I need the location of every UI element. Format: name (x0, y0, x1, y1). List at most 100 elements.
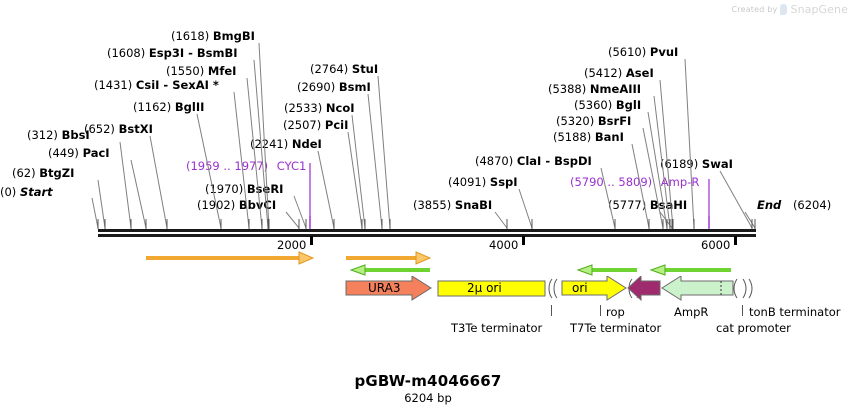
enzyme-label-csii-sexai[interactable]: (1431) CsiI - SexAI * (94, 78, 219, 92)
enzyme-label-nmeaiii[interactable]: (5388) NmeAIII (548, 82, 642, 96)
enzyme-pos: (1608) (107, 46, 146, 60)
enzyme-label-snabi[interactable]: (3855) SnaBI (413, 199, 492, 211)
enzyme-pos: (5360) (574, 98, 613, 112)
enzyme-label-bstxi[interactable]: (652) BstXI (84, 122, 153, 136)
enzyme-pos: (5188) (553, 130, 592, 144)
orange-arrow-2 (346, 251, 432, 265)
marker-range: (1959 .. 1977) (186, 159, 269, 173)
axis-tick-2000 (310, 236, 313, 245)
feature-label-ori: ori (572, 281, 588, 295)
enzyme-pos: (2690) (297, 80, 336, 94)
enzyme-label-ncoi[interactable]: (2533) NcoI (284, 101, 355, 115)
enzyme-name: BglI (615, 98, 642, 112)
feature-label-rop: rop (606, 305, 625, 319)
ampr-arrow[interactable] (661, 276, 734, 301)
watermark-created-by: Created by (731, 5, 778, 14)
marker-label-ampr[interactable]: (5790 .. 5809) Amp-R (570, 175, 700, 189)
enzyme-label-pcii[interactable]: (2507) PciI (283, 118, 349, 132)
enzyme-pos: (5610) (608, 45, 647, 59)
enzyme-label-end[interactable]: End (6204) (757, 198, 831, 212)
enzyme-label-btgzi[interactable]: (62) BtgZI (12, 167, 74, 179)
enzyme-label-swai[interactable]: (6189) SwaI (660, 157, 733, 171)
2mu-ori-box[interactable] (437, 280, 546, 297)
enzyme-pos: (2533) (284, 101, 323, 115)
ori-arrow[interactable] (561, 276, 627, 301)
enzyme-label-sspi[interactable]: (4091) SspI (448, 175, 518, 189)
enzyme-label-start[interactable]: (0) Start (0, 185, 53, 199)
marker-label-cyc1[interactable]: (1959 .. 1977) CYC1 (186, 159, 307, 173)
green-arrow-ampr (649, 264, 731, 276)
enzyme-name: NmeAIII (589, 82, 642, 96)
enzyme-label-mfei[interactable]: (1550) MfeI (166, 64, 237, 78)
enzyme-name: End (757, 198, 782, 212)
marker-range: (5790 .. 5809) (570, 175, 653, 189)
enzyme-pos: (4870) (475, 154, 514, 168)
enzyme-pos: (449) (48, 146, 79, 160)
marker-name: CYC1 (276, 159, 307, 173)
enzyme-name: AseI (625, 66, 654, 80)
enzyme-pos: (1162) (133, 100, 172, 114)
enzyme-label-bsmi[interactable]: (2690) BsmI (297, 80, 371, 94)
axis-tick-4000 (522, 236, 525, 245)
enzyme-name: BbvCI (238, 198, 277, 212)
green-arrow-row (349, 264, 731, 276)
enzyme-label-stui[interactable]: (2764) StuI (310, 63, 378, 75)
enzyme-label-bsahi[interactable]: (5777) BsaHI (608, 198, 687, 212)
enzyme-pos: (5777) (608, 198, 647, 212)
enzyme-name: PciI (324, 118, 349, 132)
enzyme-name: CsiI - SexAI * (135, 78, 219, 92)
enzyme-label-clai-bspdi[interactable]: (4870) ClaI - BspDI (475, 154, 592, 168)
enzyme-label-bani[interactable]: (5188) BanI (553, 130, 624, 144)
enzyme-name: SspI (489, 175, 518, 189)
enzyme-name: ClaI - BspDI (516, 154, 592, 168)
sequence-length-label: 6204 bp (404, 391, 452, 405)
feature-shape-row[interactable] (0, 276, 856, 310)
enzyme-name: BbsI (61, 128, 90, 142)
enzyme-name: BglII (174, 100, 205, 114)
regulatory-arrow-row (146, 251, 432, 265)
feature-label-2mu-ori: 2µ ori (467, 281, 502, 295)
tonb-leader-tick (742, 305, 743, 316)
enzyme-label-bsrfi[interactable]: (5320) BsrFI (556, 115, 631, 127)
enzyme-name: SwaI (701, 157, 733, 171)
enzyme-pos: (5388) (548, 82, 587, 96)
enzyme-label-bgli[interactable]: (5360) BglI (574, 98, 642, 112)
watermark-brand: SnapGene (790, 3, 848, 16)
enzyme-name: MfeI (207, 64, 237, 78)
backbone-bottom-strand (98, 234, 756, 237)
enzyme-name: Start (19, 185, 53, 199)
t3te-terminator-hairpin[interactable] (548, 278, 558, 299)
enzyme-label-pvui[interactable]: (5610) PvuI (608, 45, 678, 59)
marker-name: Amp-R (660, 175, 700, 189)
enzyme-name: BanI (594, 130, 624, 144)
feature-label-ampr: AmpR (674, 305, 709, 319)
tonb-terminator-hairpin[interactable] (733, 278, 753, 299)
enzyme-name: Esp3I - BsmBI (148, 46, 238, 60)
enzyme-label-bglii[interactable]: (1162) BglII (133, 100, 205, 114)
green-arrow-ura3 (349, 264, 430, 276)
enzyme-pos: (312) (27, 128, 58, 142)
enzyme-pos: (1970) (205, 182, 244, 196)
enzyme-pos: (1550) (166, 64, 205, 78)
snapgene-watermark: Created by SnapGene (731, 3, 848, 16)
rop-arrow[interactable] (627, 276, 661, 302)
enzyme-pos: (4091) (448, 175, 487, 189)
enzyme-label-paci[interactable]: (449) PacI (48, 146, 110, 160)
enzyme-pos: (0) (0, 185, 17, 199)
enzyme-label-ndei[interactable]: (2241) NdeI (250, 137, 322, 151)
rop-leader-tick (600, 305, 601, 316)
feature-label-ura3: URA3 (368, 281, 401, 295)
enzyme-name: BstXI (118, 122, 153, 136)
enzyme-pos: (1431) (94, 78, 133, 92)
enzyme-label-bmgbi[interactable]: (1618) BmgBI (171, 30, 255, 42)
feature-label-t7te-terminator: T7Te terminator (570, 321, 662, 335)
enzyme-label-bbsi[interactable]: (312) BbsI (27, 128, 90, 142)
enzyme-name: BsmI (338, 80, 371, 94)
ura3-arrow[interactable] (345, 276, 432, 301)
axis-label-4000: 4000 (489, 238, 519, 252)
axis-tick-6000 (734, 236, 737, 245)
enzyme-name: NdeI (291, 137, 322, 151)
enzyme-label-esp3i-bsmbi[interactable]: (1608) Esp3I - BsmBI (107, 46, 238, 60)
enzyme-label-asei[interactable]: (5412) AseI (584, 66, 654, 80)
